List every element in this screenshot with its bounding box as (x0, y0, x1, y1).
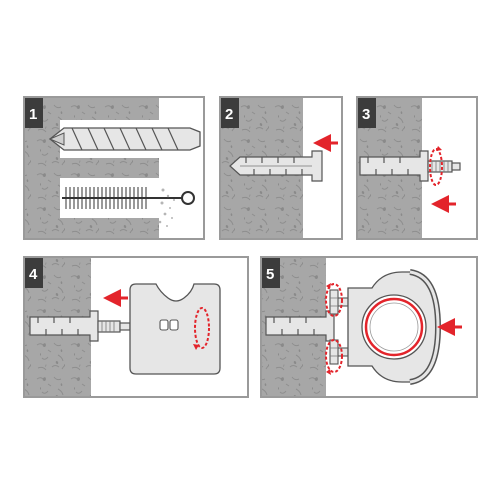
cleaning-brush-icon (62, 187, 195, 209)
wall-plug-icon (29, 310, 99, 342)
step-3-panel: 3 (356, 96, 478, 240)
step-badge (358, 98, 376, 128)
step-badge (25, 258, 43, 288)
threaded-stud-icon (427, 160, 461, 173)
rotate-arrow-icon (325, 283, 343, 317)
rotate-arrow-icon (325, 339, 343, 373)
step-badge (221, 98, 239, 128)
step-badge (25, 98, 43, 128)
step-5-panel: 5 (260, 256, 478, 398)
step-1-panel: 1 (23, 96, 205, 240)
rotate-arrow-icon (194, 307, 210, 349)
step-number: 2 (225, 106, 233, 123)
pipe-clamp-icon (129, 283, 221, 375)
step-number: 5 (266, 266, 274, 283)
dust-particles (158, 188, 175, 227)
pipe-icon (361, 294, 427, 360)
threaded-stud-icon (97, 320, 131, 333)
nut-icon (329, 289, 339, 315)
wall-plug-icon (359, 150, 429, 182)
wall-plug-icon (229, 150, 323, 182)
step-number: 3 (362, 106, 370, 123)
step-4-panel: 4 (23, 256, 249, 398)
step-number: 1 (29, 106, 37, 123)
step-badge (262, 258, 280, 288)
drill-bit-icon (48, 127, 201, 151)
rotate-arrow-icon (429, 148, 443, 186)
step-2-panel: 2 (219, 96, 343, 240)
step-number: 4 (29, 266, 38, 283)
nut-icon (329, 339, 339, 365)
